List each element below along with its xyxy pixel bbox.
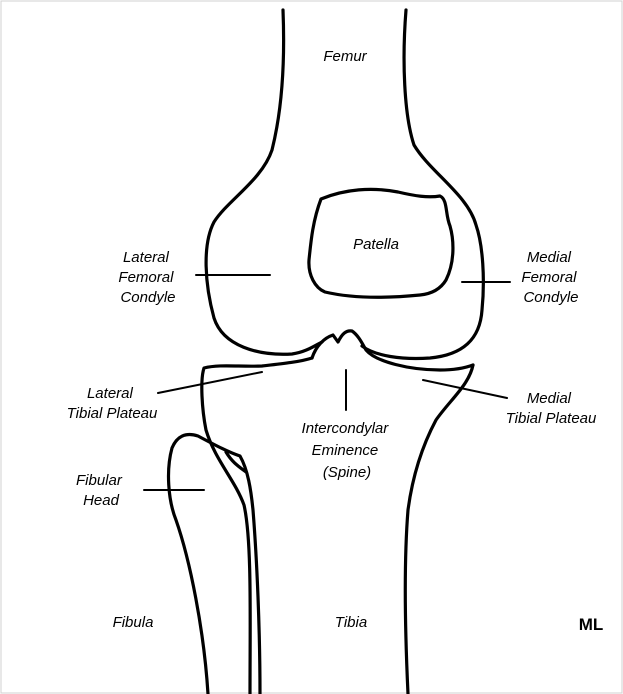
tibia-label: Tibia xyxy=(335,614,367,631)
femur-label: Femur xyxy=(323,48,367,65)
patella-label: Patella xyxy=(353,236,399,253)
lateral-tibial-plateau-label: Lateral Tibial Plateau xyxy=(67,385,158,422)
author-initials: ML xyxy=(579,615,604,634)
fibular-head-label: Fibular Head xyxy=(76,472,126,509)
medial-tibial-plateau-label: Medial Tibial Plateau xyxy=(506,390,597,427)
medial-femoral-condyle-label: Medial Femoral Condyle xyxy=(521,249,580,306)
lateral-tibial-plateau-leader xyxy=(158,372,262,393)
lateral-femoral-condyle-label: Lateral Femoral Condyle xyxy=(118,249,177,306)
tibia-outline xyxy=(202,358,473,694)
intercondylar-eminence-label: Intercondylar Eminence (Spine) xyxy=(302,420,393,481)
intercondylar-eminence-outline xyxy=(312,331,473,370)
fibula-label: Fibula xyxy=(113,614,154,631)
